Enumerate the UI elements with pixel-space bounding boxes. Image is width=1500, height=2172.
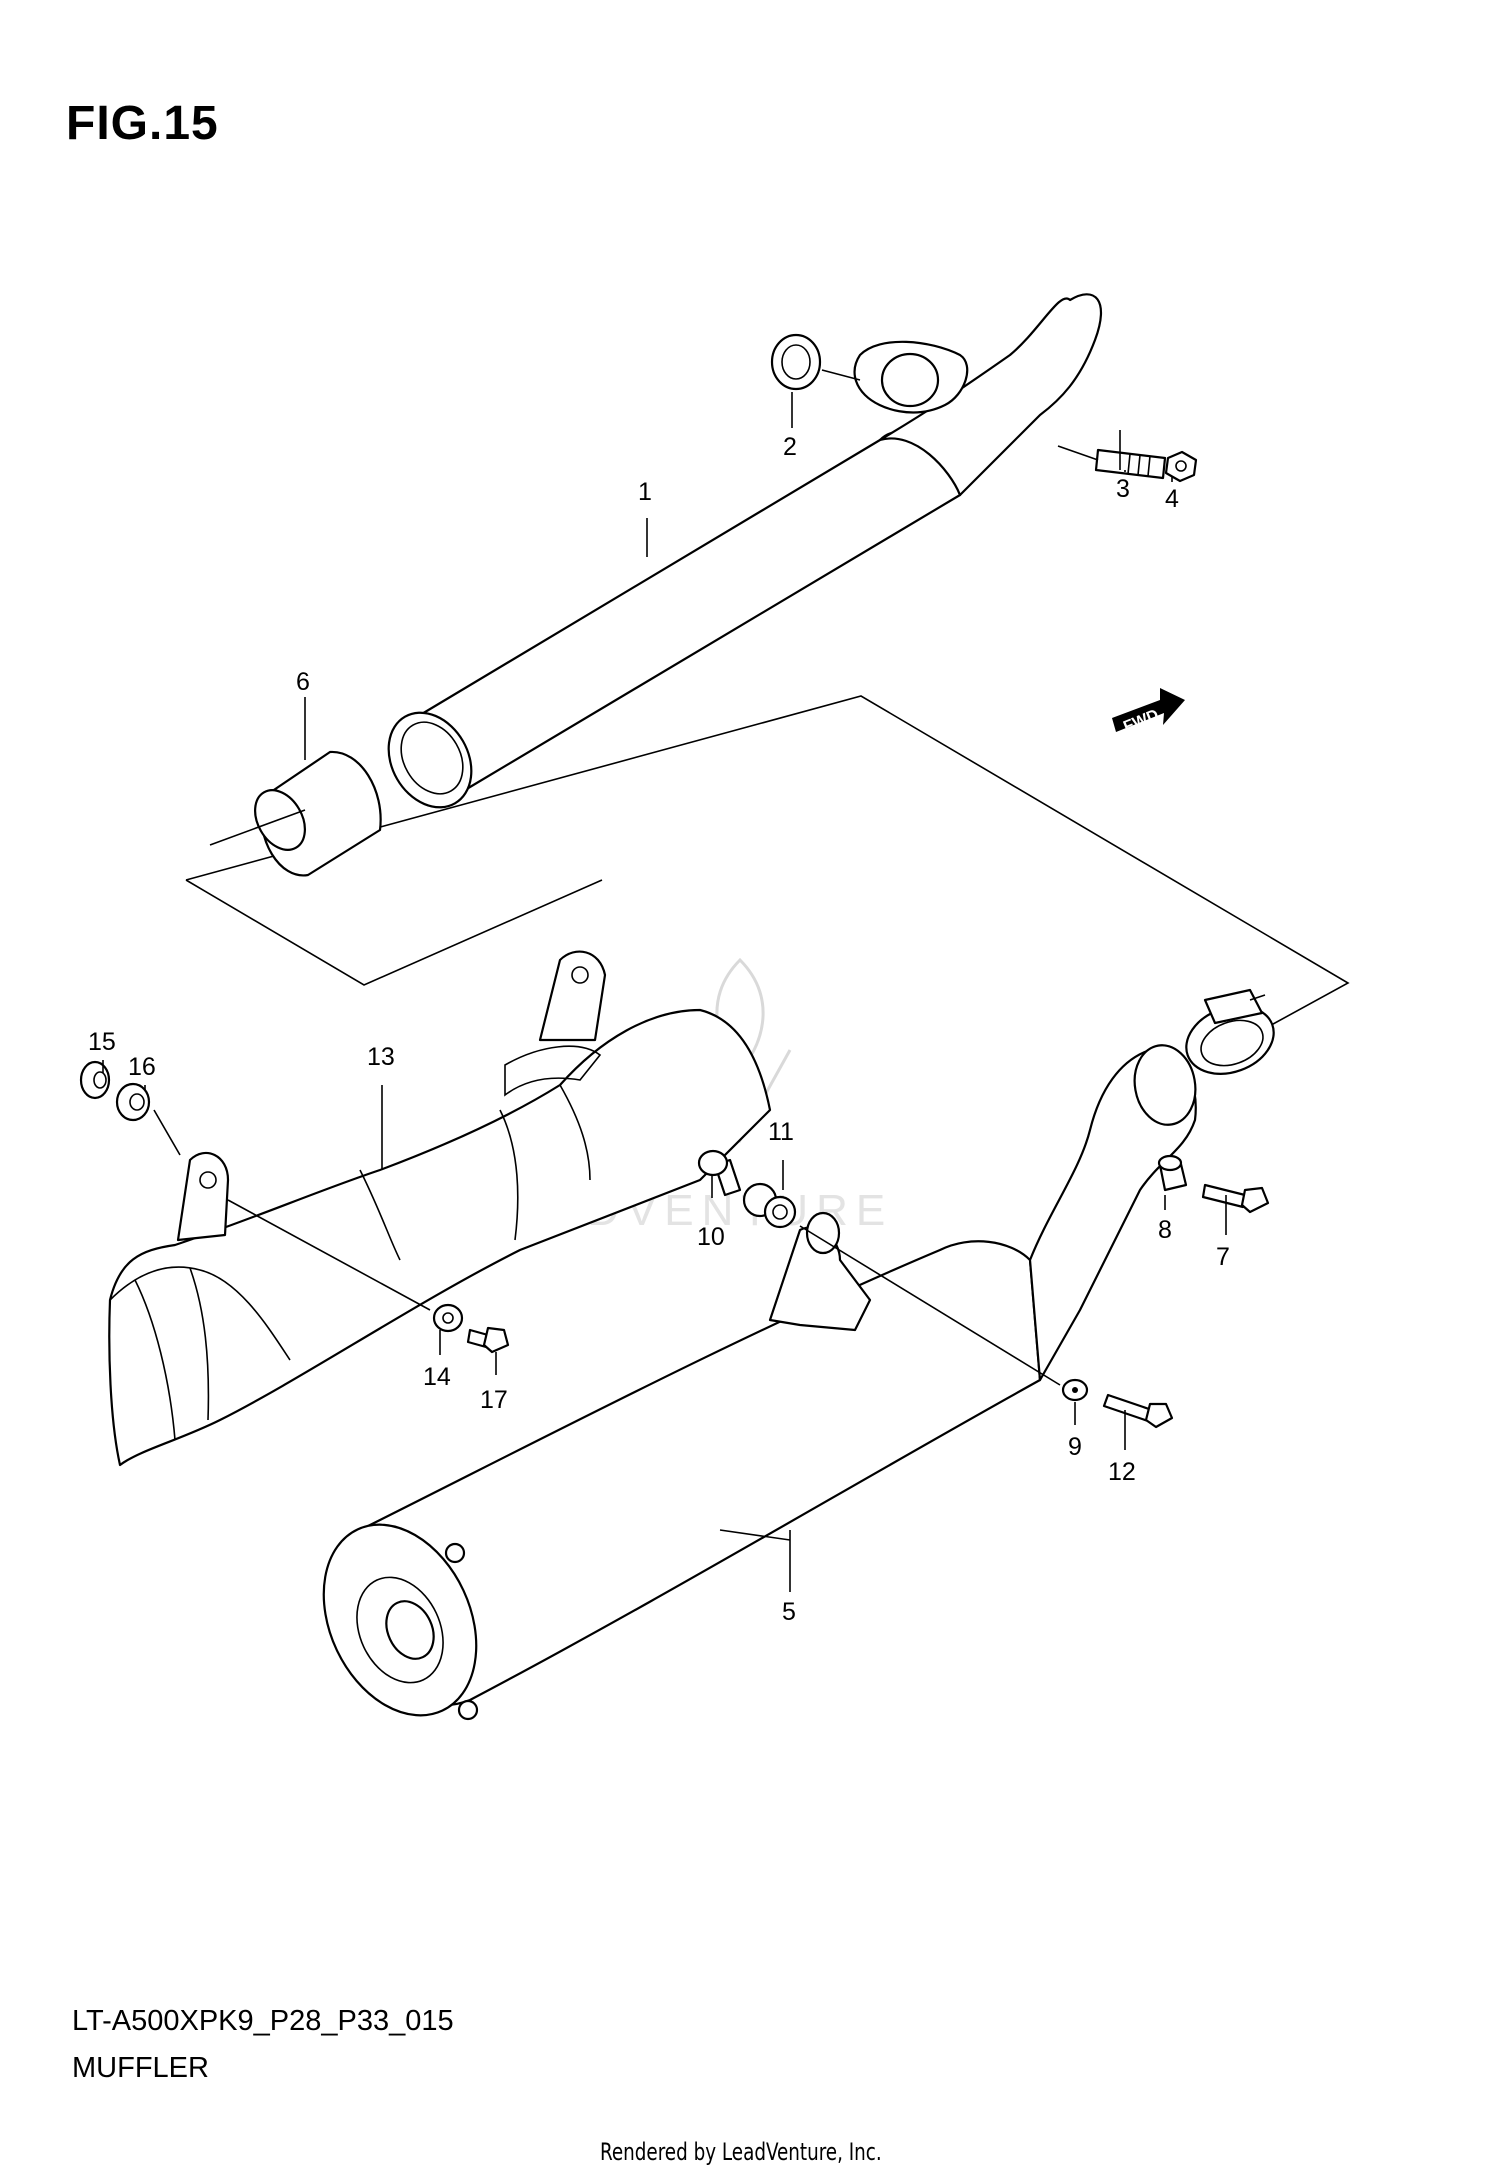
callout-5: 5 (782, 1598, 796, 1626)
render-credit: Rendered by LeadVenture, Inc. (600, 2138, 882, 2166)
leader-lines (102, 369, 1266, 1592)
clamp-part (1185, 988, 1275, 1075)
washer-14-part (432, 1303, 464, 1333)
callout-8: 8 (1158, 1216, 1172, 1244)
model-code: LT-A500XPK9_P28_P33_015 (72, 2005, 454, 2037)
nut-15-part (79, 1060, 111, 1100)
callout-2: 2 (783, 433, 797, 461)
callout-6: 6 (296, 668, 310, 696)
stud-bolt-part (1094, 448, 1167, 480)
grommet-16-part (115, 1082, 151, 1122)
callout-1: 1 (638, 478, 652, 506)
gasket-part (770, 333, 822, 391)
bolt-12-part (1102, 1393, 1174, 1429)
callout-11: 11 (768, 1118, 794, 1146)
callout-4: 4 (1165, 485, 1179, 513)
bolt-7-part (1201, 1183, 1270, 1214)
grommet-11-part (742, 1182, 797, 1229)
callout-10: 10 (697, 1223, 725, 1251)
assembly-outline (185, 695, 1350, 1036)
figure-title: FIG.15 (66, 97, 219, 150)
collar-8-part (1157, 1154, 1188, 1192)
callout-17: 17 (480, 1386, 508, 1414)
callout-15: 15 (88, 1028, 116, 1056)
heat-shield-part (108, 950, 772, 1467)
muffler-part (322, 1044, 1197, 1721)
callout-13: 13 (367, 1043, 395, 1071)
callout-9: 9 (1068, 1433, 1082, 1461)
callout-14: 14 (423, 1363, 451, 1391)
washer-9-part (1061, 1378, 1089, 1402)
collar-10-part (697, 1149, 742, 1197)
callout-16: 16 (128, 1053, 156, 1081)
callout-3: 3 (1116, 475, 1130, 503)
exhaust-pipe-part (387, 293, 1103, 809)
pipe-sleeve-part (254, 750, 382, 877)
section-name: MUFFLER (72, 2052, 209, 2084)
callout-labels: 1 2 3 4 5 6 7 8 9 10 11 12 13 14 15 16 1… (88, 433, 1230, 1626)
callout-12: 12 (1108, 1458, 1136, 1486)
bolt-17-part (466, 1326, 510, 1354)
callout-7: 7 (1216, 1243, 1230, 1271)
fwd-arrow-icon: FWD (1112, 688, 1185, 736)
nut-part (1164, 450, 1198, 483)
